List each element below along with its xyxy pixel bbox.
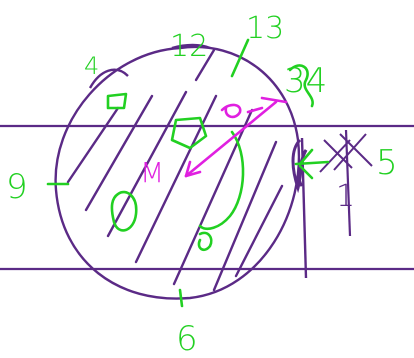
label-twelve: 12 — [170, 29, 208, 64]
magenta-dash — [248, 108, 262, 112]
label-one-right: 1 — [336, 179, 355, 214]
bottom-tick — [180, 290, 182, 306]
magenta-arrow-line — [186, 102, 276, 176]
label-three-four: 34 — [284, 61, 327, 101]
label-small-top-left: 4 — [84, 52, 99, 80]
small-loop-bottom — [199, 233, 211, 250]
label-six: 6 — [176, 319, 198, 358]
hatching-strokes — [68, 50, 282, 290]
left-blob — [112, 192, 136, 230]
label-one-three: 13 — [246, 11, 284, 46]
label-nine: 9 — [6, 167, 28, 207]
label-m: M — [140, 156, 164, 189]
small-square-top-left — [108, 94, 126, 108]
magenta-e-shape — [222, 105, 240, 117]
central-blob — [172, 118, 206, 148]
label-five: 5 — [376, 143, 398, 183]
magenta-top-right-stroke — [262, 98, 286, 102]
